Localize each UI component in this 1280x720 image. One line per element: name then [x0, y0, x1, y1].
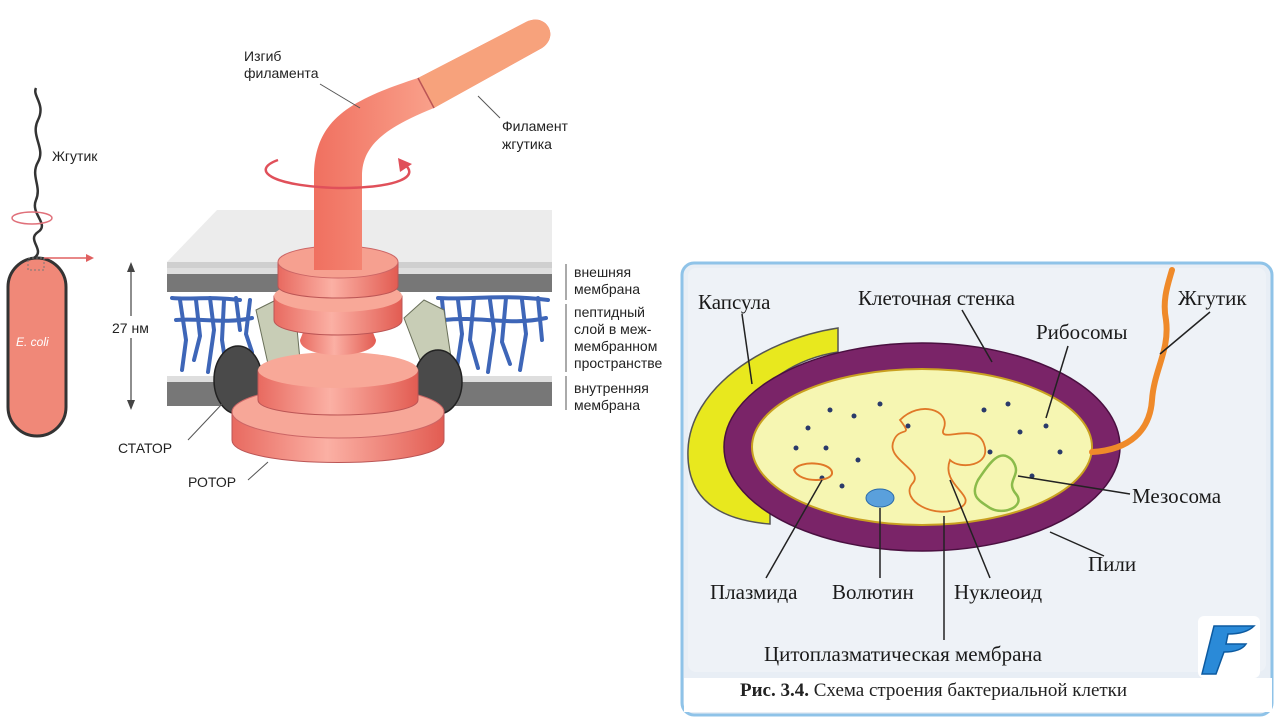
cytoplasm [751, 368, 1093, 526]
bend-label-line1: Изгиб [244, 48, 282, 64]
flagellum-label: Жгутик [1178, 286, 1247, 310]
size-label: 27 нм [112, 320, 149, 336]
ecoli-label: E. coli [16, 335, 49, 349]
flagellum [1089, 267, 1175, 455]
peptide-label-line3: мембранном [574, 338, 658, 354]
filament-label-line1: Филамент [502, 118, 568, 134]
caption-number: Рис. 3.4. [740, 680, 809, 701]
peptide-label-line4: пространстве [574, 355, 663, 371]
rotor [231, 245, 445, 463]
peptide-label-line1: пептидный [574, 304, 645, 320]
ribosomes-label: Рибосомы [1036, 320, 1128, 344]
peptidoglycan-layer [170, 295, 550, 376]
capsule-label: Капсула [698, 290, 771, 314]
leader-lines [187, 83, 567, 481]
caption-text: Схема строения бактериальной клетки [813, 680, 1128, 701]
plasmid [792, 462, 833, 481]
rotation-arrow [264, 158, 411, 190]
filament [264, 19, 551, 270]
stator-label: СТАТОР [118, 440, 173, 456]
inner-membrane-label-line2: мембрана [574, 397, 640, 413]
figure-caption: Рис. 3.4. Схема строения бактериальной к… [740, 680, 1127, 702]
volutin-label: Волютин [832, 580, 914, 604]
bend-label-line2: филамента [244, 65, 319, 81]
mesosome-label: Мезосома [1132, 484, 1222, 508]
ecoli-cell [6, 87, 94, 438]
cell-leader-lines [741, 309, 1211, 640]
cytoplasmic-membrane-label: Цитоплазматическая мембрана [764, 642, 1042, 666]
nucleoid [891, 408, 987, 513]
filament-label-line2: жгутика [502, 136, 552, 152]
pili-label: Пили [1088, 552, 1137, 576]
ribosomes [793, 401, 1063, 489]
ecoli-flagellum-label: Жгутик [52, 148, 98, 164]
publisher-logo [1198, 616, 1260, 678]
mesosome [973, 454, 1020, 513]
dimension-marker [108, 262, 154, 410]
flagellar-motor-diagram [6, 19, 567, 481]
logo-icon [1201, 625, 1256, 675]
caption-bar [684, 678, 1272, 712]
nucleoid-label: Нуклеоид [954, 580, 1043, 604]
volutin [865, 488, 895, 508]
outer-membrane-label-line1: внешняя [574, 264, 632, 280]
rotation-arrow-small [11, 211, 53, 225]
inner-membrane-label-line1: внутренняя [574, 380, 649, 396]
cell-wall-label: Клеточная стенка [858, 286, 1015, 310]
outer-membrane-label-line2: мембрана [574, 281, 640, 297]
rotor-label: РОТОР [188, 474, 237, 490]
ecoli-flagellum [32, 87, 44, 260]
peptide-label-line2: слой в меж- [574, 321, 652, 337]
plasmid-label: Плазмида [710, 580, 798, 604]
